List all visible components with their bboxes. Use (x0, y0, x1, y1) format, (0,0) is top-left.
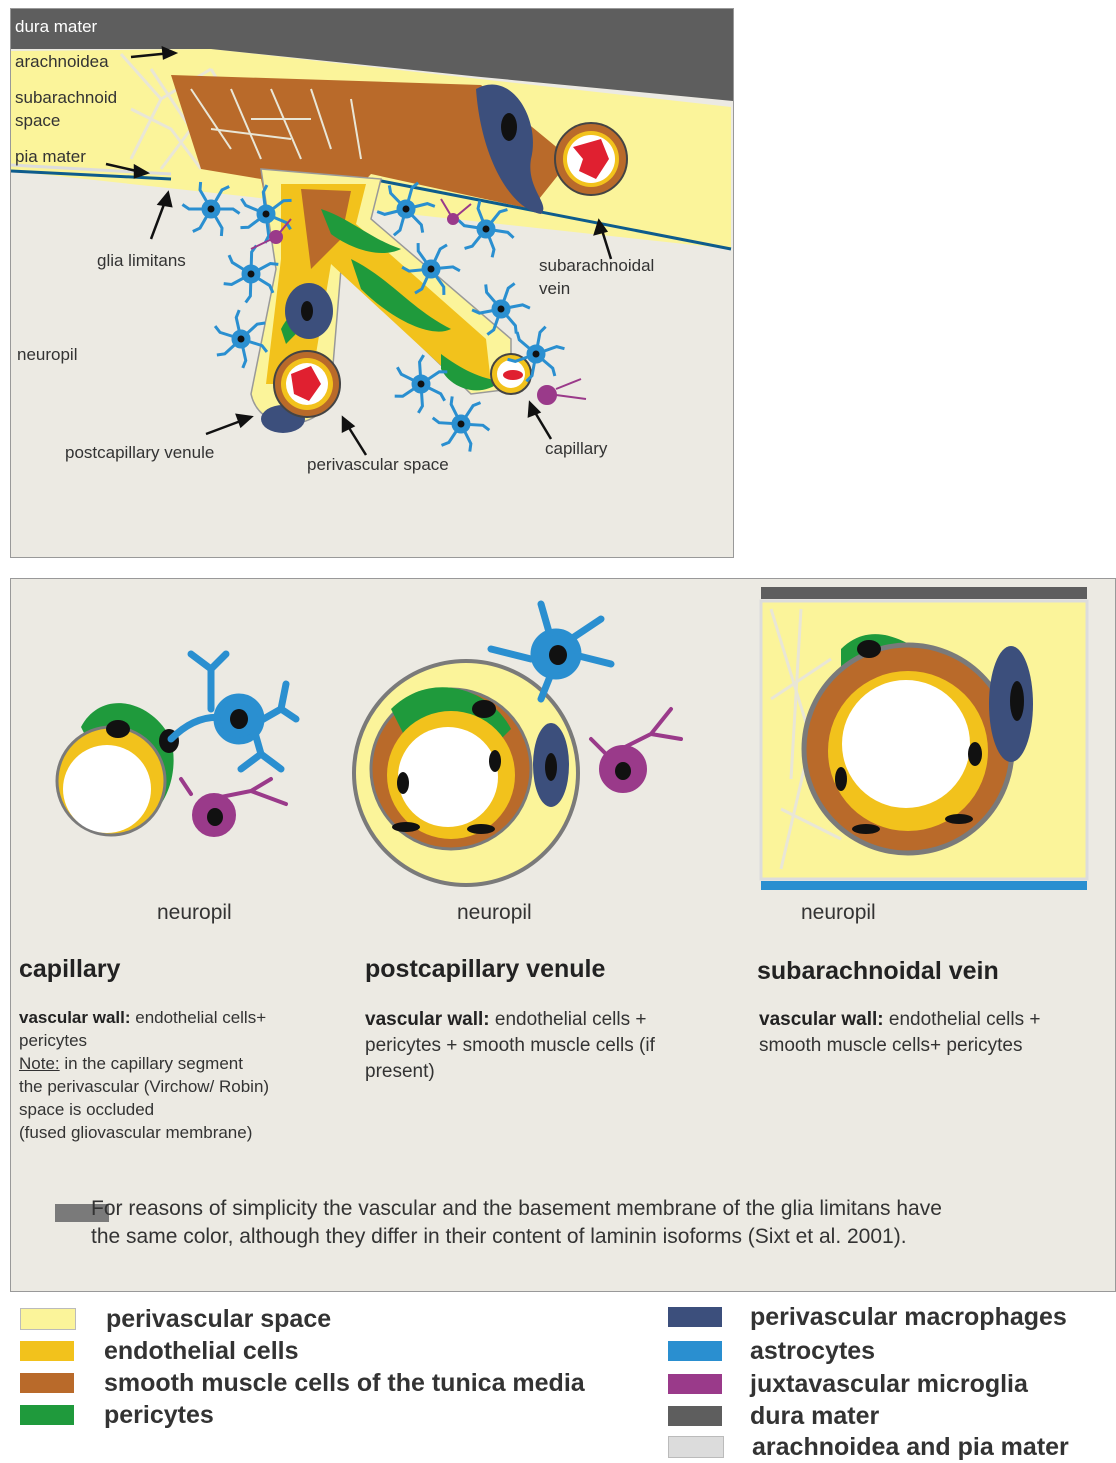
vessel-cross-sections (11, 579, 1115, 1291)
legend-item-astrocytes: astrocytes (668, 1336, 875, 1366)
legend-swatch (668, 1374, 722, 1394)
neuropil-label: neuropil (17, 345, 78, 365)
legend-label: perivascular macrophages (750, 1303, 1067, 1332)
legend-label: astrocytes (750, 1337, 875, 1366)
capillary-note-text-3: space is occluded (19, 1098, 349, 1121)
dura-mater-label: dura mater (15, 17, 97, 37)
venule-cross-section (274, 351, 340, 417)
legend-label: perivascular space (106, 1305, 331, 1334)
legend-item-dura-mater: dura mater (668, 1401, 879, 1431)
legend-item-endothelial-cells: endothelial cells (20, 1336, 299, 1366)
legend-item-arachnoidea-pia-mater: arachnoidea and pia mater (668, 1432, 1069, 1462)
legend-item-perivascular-macrophages: perivascular macrophages (668, 1302, 1067, 1332)
capillary-diagram (57, 654, 296, 835)
capillary-note-label: Note: (19, 1054, 60, 1073)
capillary-note-text-2: the perivascular (Virchow/ Robin) (19, 1075, 349, 1098)
venule-wall-label: vascular wall: (365, 1009, 490, 1030)
arachnoidea-label: arachnoidea (15, 52, 109, 72)
subarachnoidal-vein-label-1: subarachnoidal (539, 256, 654, 276)
legend-label: juxtavascular microglia (750, 1370, 1028, 1399)
legend-swatch (20, 1341, 74, 1361)
legend-item-juxtavascular-microglia: juxtavascular microglia (668, 1369, 1028, 1399)
capillary-label: capillary (545, 439, 607, 459)
astrocyte (224, 246, 279, 303)
legend-swatch (668, 1341, 722, 1361)
subarachnoid-space-label-1: subarachnoid (15, 88, 117, 108)
vein-wall-text-2: smooth muscle cells+ pericytes (759, 1033, 1109, 1059)
capillary-wall-text-1: endothelial cells+ (131, 1008, 267, 1027)
footnote-line-1: For reasons of simplicity the vascular a… (91, 1195, 1111, 1223)
legend-label: smooth muscle cells of the tunica media (104, 1369, 585, 1398)
capillary-neuropil-label: neuropil (157, 901, 232, 925)
vein-neuropil-label: neuropil (801, 901, 876, 925)
capillary-note-text-1: in the capillary segment (60, 1054, 243, 1073)
vein-cross-section (555, 123, 627, 195)
venule-description: vascular wall: endothelial cells + peric… (365, 1007, 735, 1085)
subarachnoidal-vein-diagram (761, 587, 1087, 890)
capillary-note-text-4: (fused gliovascular membrane) (19, 1121, 349, 1144)
postcapillary-venule-diagram (354, 604, 681, 885)
postcapillary-venule-label: postcapillary venule (65, 443, 214, 463)
capillary-description: vascular wall: endothelial cells+ pericy… (19, 1006, 349, 1144)
legend-swatch (20, 1405, 74, 1425)
footnote-line-2: the same color, although they differ in … (91, 1223, 1111, 1251)
footnote: For reasons of simplicity the vascular a… (91, 1195, 1111, 1251)
legend-label: endothelial cells (104, 1337, 299, 1366)
color-legend: perivascular space endothelial cells smo… (0, 1296, 1116, 1463)
vein-description: vascular wall: endothelial cells + smoot… (759, 1007, 1109, 1059)
overview-diagram: dura mater arachnoidea subarachnoid spac… (10, 8, 734, 558)
capillary-heading: capillary (19, 955, 120, 984)
astrocyte (433, 396, 490, 451)
venule-wall-text-3: present) (365, 1059, 735, 1085)
venule-heading: postcapillary venule (365, 955, 605, 984)
legend-swatch (668, 1307, 722, 1327)
legend-swatch (668, 1406, 722, 1426)
capillary-wall-text-2: pericytes (19, 1029, 349, 1052)
legend-label: pericytes (104, 1401, 214, 1430)
pia-mater-label: pia mater (15, 147, 86, 167)
vein-wall-label: vascular wall: (759, 1009, 884, 1030)
vein-wall-text-1: endothelial cells + (884, 1009, 1041, 1030)
subarachnoidal-vein-label-2: vein (539, 279, 570, 299)
legend-swatch (668, 1436, 724, 1458)
legend-label: dura mater (750, 1402, 879, 1431)
legend-item-perivascular-space: perivascular space (20, 1304, 331, 1334)
vein-heading: subarachnoidal vein (757, 957, 999, 986)
glia-limitans-label: glia limitans (97, 251, 186, 271)
legend-item-pericytes: pericytes (20, 1400, 214, 1430)
legend-label: arachnoidea and pia mater (752, 1433, 1069, 1462)
subarachnoid-space-label-2: space (15, 111, 60, 131)
legend-swatch (20, 1373, 74, 1393)
venule-wall-text-1: endothelial cells + (490, 1009, 647, 1030)
vessel-comparison-panel: neuropil neuropil neuropil capillary pos… (10, 578, 1116, 1292)
perivascular-space-label: perivascular space (307, 455, 449, 475)
legend-item-smooth-muscle-cells: smooth muscle cells of the tunica media (20, 1368, 585, 1398)
legend-swatch (20, 1308, 76, 1330)
venule-neuropil-label: neuropil (457, 901, 532, 925)
venule-wall-text-2: pericytes + smooth muscle cells (if (365, 1033, 735, 1059)
capillary-wall-label: vascular wall: (19, 1008, 131, 1027)
